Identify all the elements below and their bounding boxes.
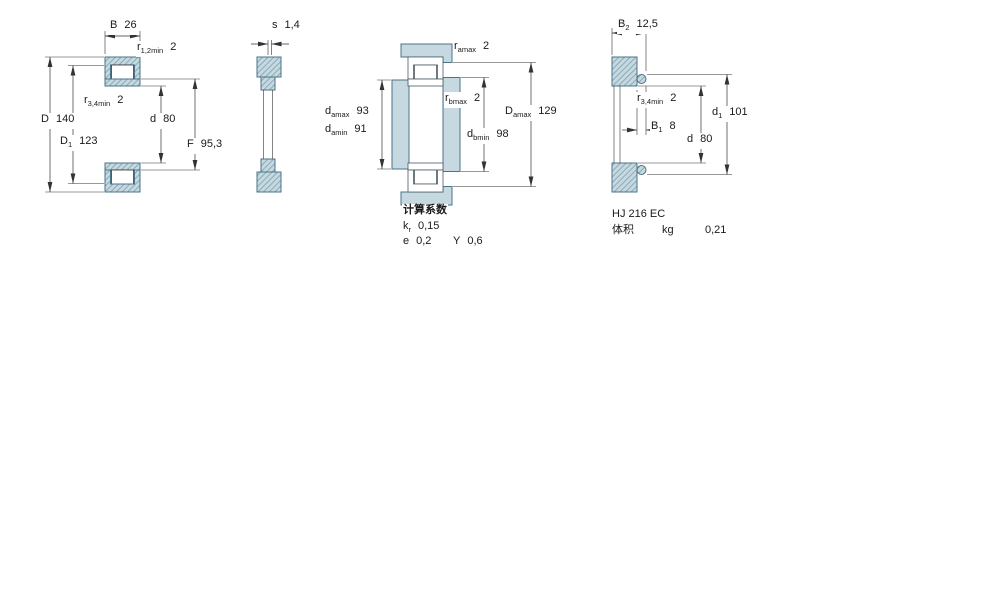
- angle-ring-lip-top: [636, 74, 647, 84]
- extension-lines-da: [377, 79, 391, 170]
- ring-section-top: [256, 56, 282, 78]
- inner-ring-bottom-section: [104, 162, 141, 171]
- ring-silhouette-lines: [263, 90, 273, 159]
- bearing-outline-roller-bottom: [414, 169, 437, 185]
- weight-unit: kg: [661, 224, 675, 236]
- angle-ring-section-view: [611, 28, 732, 193]
- calc-factors-title: 计算系数: [402, 204, 448, 216]
- angle-ring-bottom-section: [611, 162, 638, 193]
- bearing-outline-roller-top: [414, 64, 437, 80]
- angle-ring-bore-silhouette: [613, 86, 621, 163]
- angle-ring-top-section: [611, 56, 638, 87]
- inner-ring-section-view: [251, 40, 289, 193]
- extension-lines-s: [267, 40, 272, 55]
- bearing-outline-inner-top: [407, 78, 444, 87]
- ring-section-bottom: [256, 171, 282, 193]
- extension-lines-F: [141, 78, 200, 171]
- bearing-outline-inner-bottom: [407, 162, 444, 171]
- ring-lip-bottom: [260, 158, 276, 173]
- abutment-dimensions-view: [377, 43, 536, 206]
- ring-lip-top: [260, 76, 276, 91]
- weight-value: 0,21: [704, 224, 728, 236]
- weight-label: 体积: [611, 224, 635, 236]
- roller-top: [111, 64, 134, 80]
- extension-lines-d1: [647, 74, 732, 175]
- extension-lines-d-hj: [638, 85, 706, 164]
- bearing-outline-outer-bottom: [407, 169, 444, 193]
- shaft-shoulder-section: [391, 79, 410, 170]
- outer-ring-bottom-section: [104, 169, 141, 193]
- roller-bottom: [111, 169, 134, 185]
- angle-ring-lip-bottom: [636, 165, 647, 175]
- extension-lines-D: [45, 56, 104, 193]
- inner-ring-top-section: [104, 78, 141, 87]
- extension-lines-Da: [453, 62, 536, 187]
- angle-ring-designation: HJ 216 EC: [611, 208, 667, 220]
